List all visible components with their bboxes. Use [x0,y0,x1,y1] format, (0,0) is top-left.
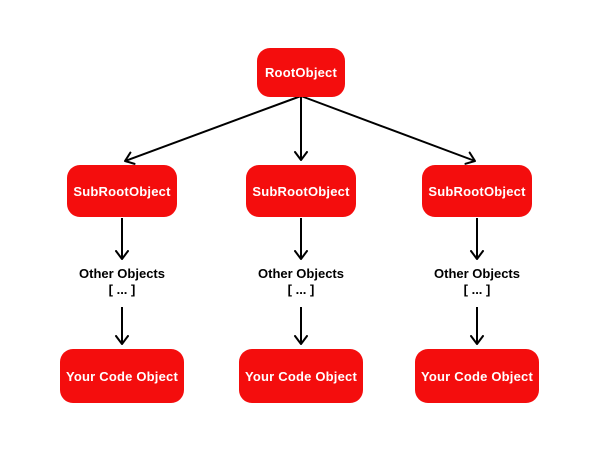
subroot-object-node-3: SubRootObject [422,165,532,217]
other-objects-label-1: Other Objects [ ... ] [52,266,192,298]
ellipsis-text-3: [ ... ] [463,282,491,297]
other-objects-text-1: Other Objects [79,266,165,281]
root-object-node: RootObject [257,48,345,97]
ellipsis-text-2: [ ... ] [287,282,315,297]
subroot-object-node-1: SubRootObject [67,165,177,217]
other-objects-label-2: Other Objects [ ... ] [231,266,371,298]
your-code-object-node-2: Your Code Object [239,349,363,403]
other-objects-text-2: Other Objects [258,266,344,281]
other-objects-text-3: Other Objects [434,266,520,281]
arrow-root-to-subroot-3 [300,95,476,165]
your-code-object-node-3: Your Code Object [415,349,539,403]
arrow-root-to-subroot-1 [124,95,302,165]
your-code-object-node-1: Your Code Object [60,349,184,403]
ellipsis-text-1: [ ... ] [108,282,136,297]
subroot-object-node-2: SubRootObject [246,165,356,217]
other-objects-label-3: Other Objects [ ... ] [407,266,547,298]
